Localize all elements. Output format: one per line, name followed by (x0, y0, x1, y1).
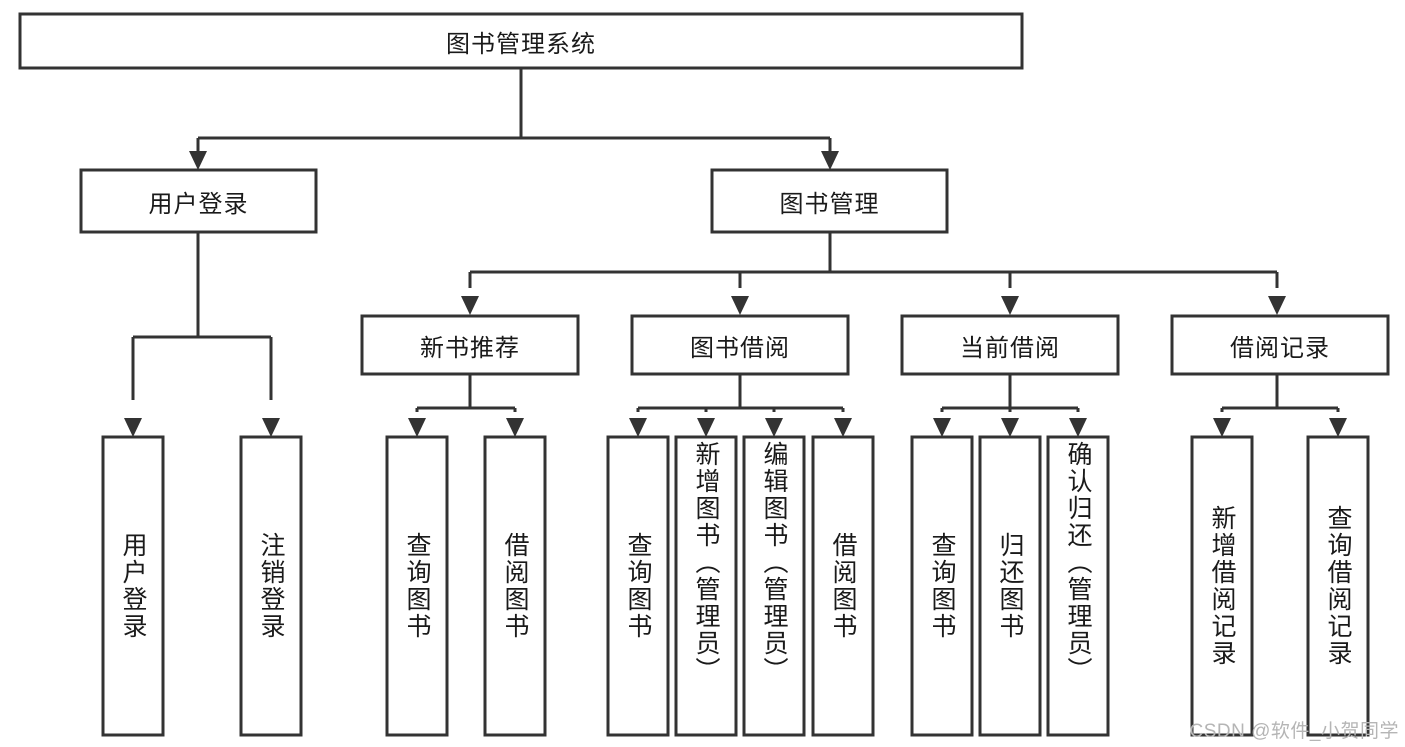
leaf-current-borrow-0[interactable]: 查询图书 (910, 435, 974, 737)
leaf-label: 注销登录 (257, 532, 285, 640)
leaf-label: 新增借阅记录 (1208, 505, 1236, 667)
arrow-icon (629, 418, 647, 437)
leaf-label: 确认归还（管理员） (1064, 441, 1092, 684)
leaf-label: 借阅图书 (501, 532, 529, 640)
connector-current-borrow-to-leaves (933, 374, 1087, 437)
leaf-book-borrow-3[interactable]: 借阅图书 (811, 435, 875, 737)
arrow-icon (1213, 418, 1231, 437)
node-book-management-label: 图书管理 (779, 190, 880, 218)
arrow-icon (1329, 418, 1347, 437)
leaf-label: 归还图书 (996, 532, 1024, 640)
arrow-icon (834, 418, 852, 437)
arrow-icon (821, 151, 839, 170)
leaf-label: 查询借阅记录 (1324, 505, 1352, 667)
arrow-icon (731, 296, 749, 315)
arrow-icon (408, 418, 426, 437)
connector-borrow-record-to-leaves (1213, 374, 1347, 437)
leaf-label: 查询图书 (624, 532, 652, 640)
node-book-borrow[interactable]: 图书借阅 (630, 314, 850, 376)
node-borrow-record-label: 借阅记录 (1230, 334, 1330, 362)
leaf-label: 编辑图书（管理员） (760, 441, 788, 684)
connector-book-borrow-to-leaves (629, 374, 852, 437)
leaf-label: 新增图书（管理员） (692, 441, 720, 684)
arrow-icon (697, 418, 715, 437)
leaf-label: 借阅图书 (829, 532, 857, 640)
leaf-user-login-1[interactable]: 注销登录 (239, 435, 303, 737)
node-book-borrow-label: 图书借阅 (690, 334, 790, 362)
arrow-icon (461, 296, 479, 315)
arrow-icon (124, 418, 142, 437)
leaf-book-borrow-1[interactable]: 新增图书（管理员） (674, 435, 738, 737)
arrow-icon (1268, 296, 1286, 315)
connector-book-mgmt-to-level3 (461, 232, 1286, 315)
leaf-user-login-0[interactable]: 用户登录 (101, 435, 165, 737)
arrow-icon (1001, 418, 1019, 437)
leaf-new-book-recommend-0[interactable]: 查询图书 (385, 435, 449, 737)
node-user-login-label: 用户登录 (148, 190, 249, 218)
node-current-borrow-label: 当前借阅 (960, 334, 1060, 362)
leaf-current-borrow-1[interactable]: 归还图书 (978, 435, 1042, 737)
arrow-icon (933, 418, 951, 437)
leaf-current-borrow-2[interactable]: 确认归还（管理员） (1046, 435, 1110, 737)
leaf-label: 查询图书 (403, 532, 431, 640)
connector-root-to-level2 (189, 68, 839, 170)
node-root[interactable]: 图书管理系统 (18, 12, 1024, 70)
leaf-book-borrow-2[interactable]: 编辑图书（管理员） (742, 435, 806, 737)
leaf-label: 用户登录 (119, 532, 147, 640)
arrow-icon (189, 151, 207, 170)
node-borrow-record[interactable]: 借阅记录 (1170, 314, 1390, 376)
leaf-borrow-record-0[interactable]: 新增借阅记录 (1190, 435, 1254, 737)
leaf-book-borrow-0[interactable]: 查询图书 (606, 435, 670, 737)
node-user-login[interactable]: 用户登录 (79, 168, 318, 234)
arrow-icon (262, 418, 280, 437)
arrow-icon (1069, 418, 1087, 437)
node-new-book-recommend[interactable]: 新书推荐 (360, 314, 580, 376)
leaf-borrow-record-1[interactable]: 查询借阅记录 (1306, 435, 1370, 737)
leaf-new-book-recommend-1[interactable]: 借阅图书 (483, 435, 547, 737)
leaf-label: 查询图书 (928, 532, 956, 640)
connector-user-login-to-leaves (124, 232, 280, 437)
node-book-management[interactable]: 图书管理 (710, 168, 949, 234)
node-current-borrow[interactable]: 当前借阅 (900, 314, 1120, 376)
arrow-icon (765, 418, 783, 437)
arrow-icon (506, 418, 524, 437)
node-root-label: 图书管理系统 (446, 30, 596, 58)
arrow-icon (1001, 296, 1019, 315)
connector-new-book-to-leaves (408, 374, 524, 437)
node-new-book-recommend-label: 新书推荐 (420, 334, 520, 362)
